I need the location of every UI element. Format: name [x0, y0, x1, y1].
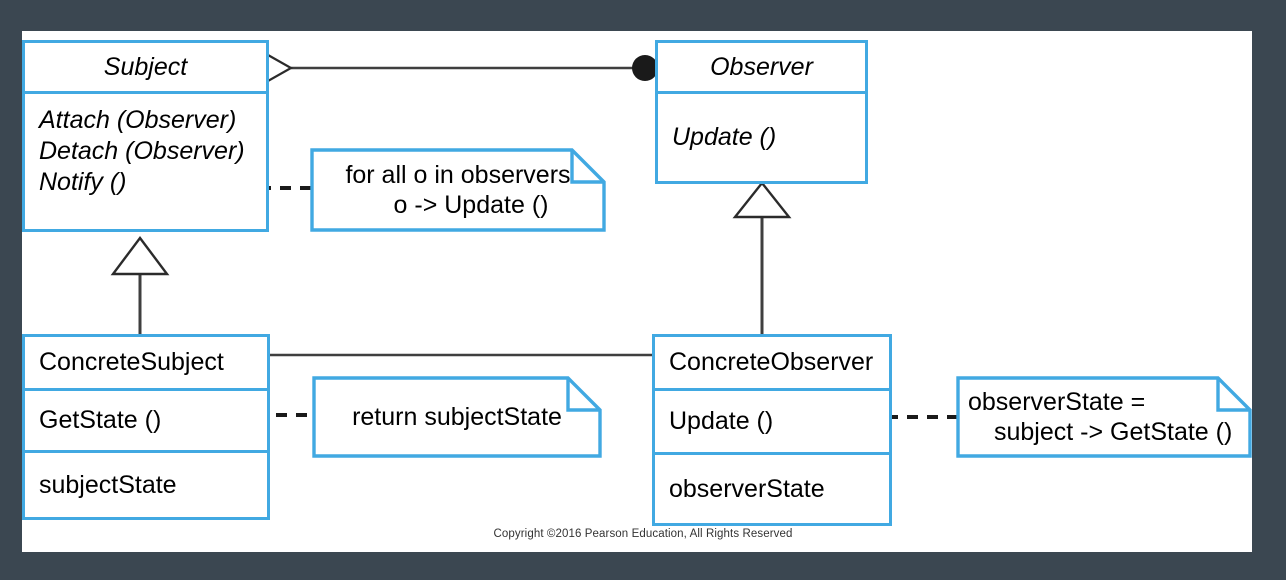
- aggregation-subject-observer: [242, 53, 658, 83]
- class-concrete-subject-header: ConcreteSubject: [25, 337, 267, 391]
- class-subject-operations: Attach (Observer) Detach (Observer) Noti…: [25, 94, 266, 229]
- class-concrete-subject-name: ConcreteSubject: [39, 348, 224, 377]
- copyright-footer: Copyright ©2016 Pearson Education, All R…: [493, 528, 793, 540]
- hollow-triangle-icon: [110, 236, 170, 276]
- attribute-observerstate: observerState: [669, 474, 825, 503]
- class-concrete-observer-attributes: observerState: [655, 455, 889, 523]
- filled-circle-icon: [632, 55, 658, 81]
- note-getstate[interactable]: return subjectState: [312, 376, 602, 458]
- class-observer-operations: Update (): [658, 94, 865, 181]
- note-shape: [310, 148, 606, 232]
- note-notify[interactable]: for all o in observers o -> Update (): [310, 148, 606, 232]
- class-observer-name: Observer: [710, 52, 813, 81]
- note-fold-icon: [566, 378, 600, 412]
- operation-getstate: GetState (): [39, 406, 162, 434]
- operation-update-concrete: Update (): [669, 407, 774, 435]
- generalization-concretesubject-subject: [110, 236, 170, 336]
- class-concrete-observer-operations: Update (): [655, 391, 889, 455]
- attribute-subjectstate: subjectState: [39, 470, 177, 499]
- class-subject-header: Subject: [25, 43, 266, 94]
- class-concrete-subject-operations: GetState (): [25, 391, 267, 453]
- operation-detach: Detach (Observer): [39, 137, 245, 165]
- note-shape: [312, 376, 602, 458]
- class-concrete-subject[interactable]: ConcreteSubject GetState () subjectState: [22, 334, 270, 520]
- class-concrete-observer[interactable]: ConcreteObserver Update () observerState: [652, 334, 892, 526]
- class-concrete-subject-attributes: subjectState: [25, 453, 267, 517]
- class-observer[interactable]: Observer Update (): [655, 40, 868, 184]
- note-update[interactable]: observerState = subject -> GetState (): [956, 376, 1252, 458]
- operation-update: Update (): [672, 123, 777, 151]
- hollow-triangle-icon: [732, 181, 792, 219]
- class-concrete-observer-name: ConcreteObserver: [669, 348, 874, 377]
- class-subject-name: Subject: [103, 52, 188, 81]
- operation-attach: Attach (Observer): [39, 106, 237, 134]
- note-shape: [956, 376, 1252, 458]
- note-fold-icon: [1216, 378, 1250, 412]
- operation-notify: Notify (): [39, 168, 127, 196]
- generalization-concreteobserver-observer: [732, 181, 792, 336]
- class-observer-header: Observer: [658, 43, 865, 94]
- class-concrete-observer-header: ConcreteObserver: [655, 337, 889, 391]
- class-subject[interactable]: Subject Attach (Observer) Detach (Observ…: [22, 40, 269, 232]
- note-fold-icon: [570, 150, 604, 184]
